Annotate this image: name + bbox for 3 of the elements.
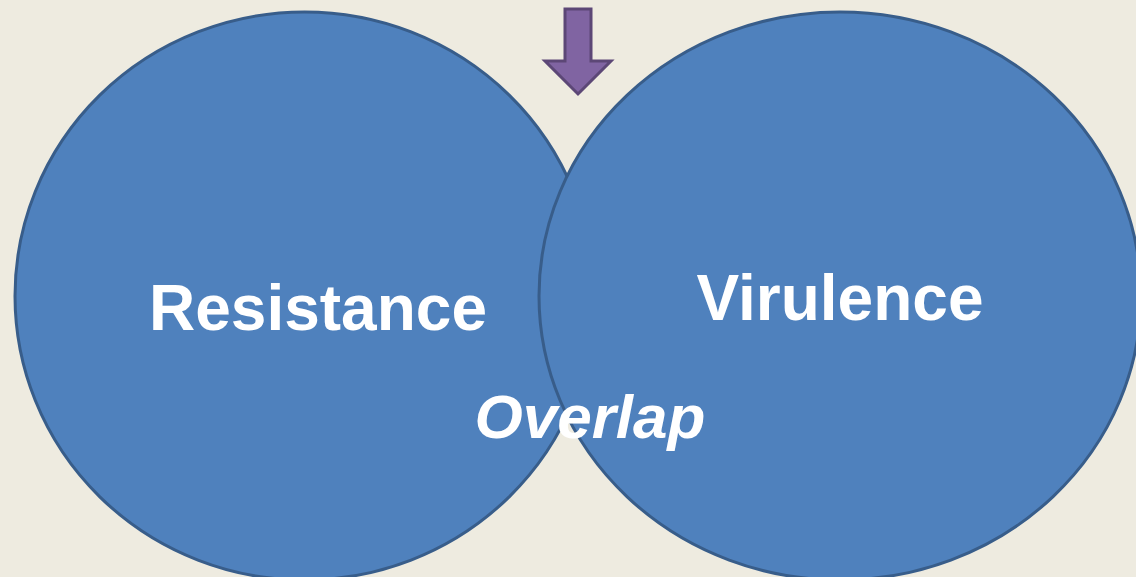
circle-label: Virulence (696, 266, 984, 330)
block-arrow (541, 7, 615, 97)
circle-label: Resistance (149, 276, 487, 340)
